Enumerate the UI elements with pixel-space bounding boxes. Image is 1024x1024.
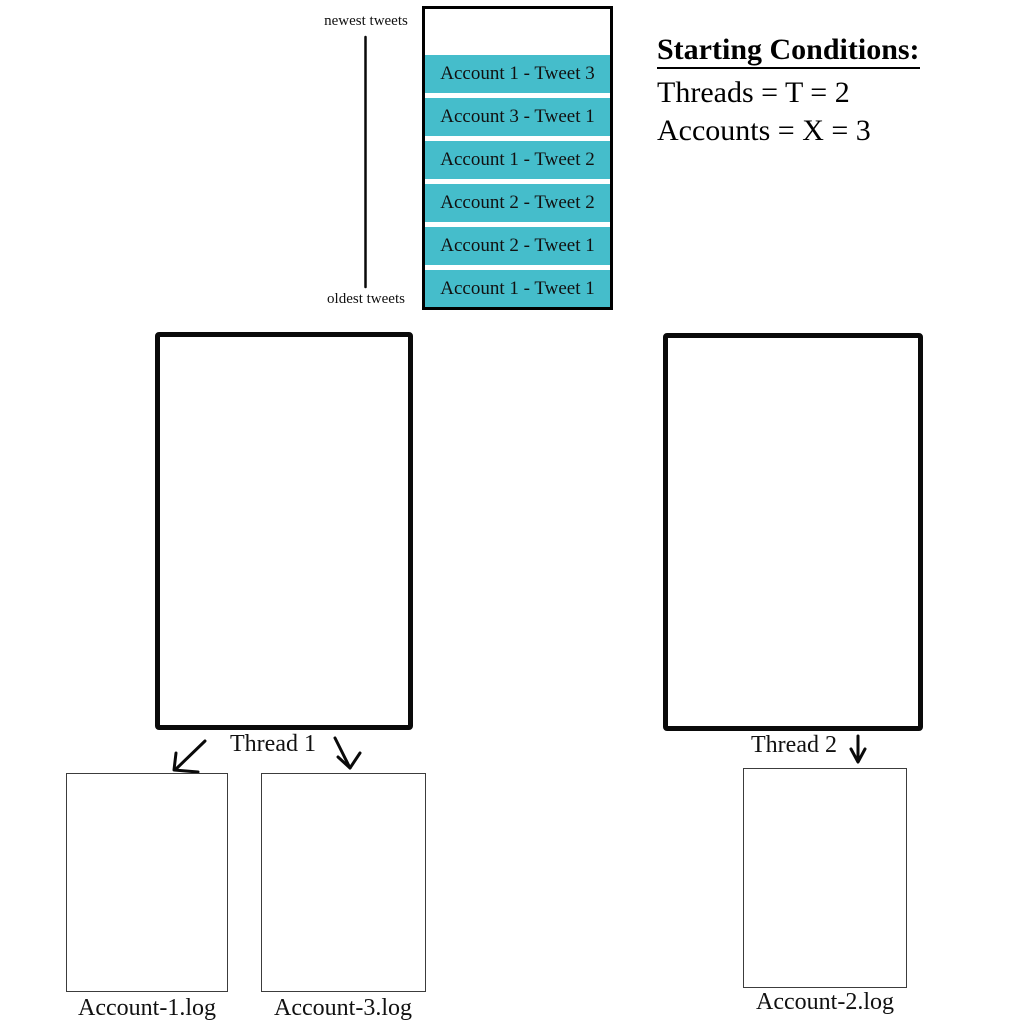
account-3-log-label: Account-3.log bbox=[274, 995, 412, 1021]
tweet-row: Account 1 - Tweet 3 bbox=[425, 55, 610, 93]
account-3-log-box bbox=[261, 773, 426, 992]
account-1-log-label: Account-1.log bbox=[78, 995, 216, 1021]
tweet-row: Account 1 - Tweet 2 bbox=[425, 141, 610, 179]
starting-conditions-block: Starting Conditions: Threads = T = 2 Acc… bbox=[657, 34, 920, 150]
tweet-row: Account 2 - Tweet 2 bbox=[425, 184, 610, 222]
tweet-row-label: Account 1 - Tweet 3 bbox=[440, 63, 595, 84]
threads-count-line: Threads = T = 2 bbox=[657, 76, 850, 109]
tweet-row-label: Account 2 - Tweet 2 bbox=[440, 192, 595, 213]
tweet-queue-box: Account 1 - Tweet 3 Account 3 - Tweet 1 … bbox=[422, 6, 613, 310]
starting-conditions-title: Starting Conditions: bbox=[657, 34, 920, 69]
account-1-log-box bbox=[66, 773, 228, 992]
thread-2-box bbox=[663, 333, 923, 731]
account-2-log-box bbox=[743, 768, 907, 988]
tweet-row-label: Account 3 - Tweet 1 bbox=[440, 106, 595, 127]
account-2-log-label: Account-2.log bbox=[756, 989, 894, 1015]
tweet-row: Account 2 - Tweet 1 bbox=[425, 227, 610, 265]
tweet-row-label: Account 2 - Tweet 1 bbox=[440, 235, 595, 256]
oldest-tweets-label: oldest tweets bbox=[327, 291, 405, 307]
tweet-row-label: Account 1 - Tweet 1 bbox=[440, 278, 595, 299]
tweet-row-label: Account 1 - Tweet 2 bbox=[440, 149, 595, 170]
thread-2-label: Thread 2 bbox=[751, 732, 837, 758]
tweet-row: Account 3 - Tweet 1 bbox=[425, 98, 610, 136]
accounts-count-line: Accounts = X = 3 bbox=[657, 114, 871, 147]
arrow-thread1-to-account1-log-icon bbox=[172, 739, 207, 774]
thread-1-box bbox=[155, 332, 413, 730]
thread-1-label: Thread 1 bbox=[230, 731, 316, 757]
newest-tweets-label: newest tweets bbox=[324, 13, 408, 29]
tweet-row: Account 1 - Tweet 1 bbox=[425, 270, 610, 307]
